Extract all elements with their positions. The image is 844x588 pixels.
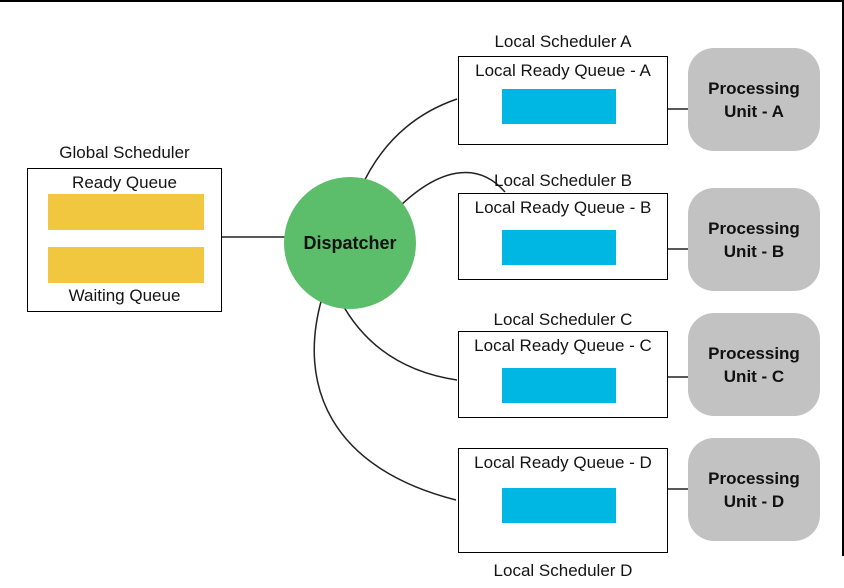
ready-queue-label: Ready Queue bbox=[72, 173, 177, 192]
local-scheduler-a-title: Local Scheduler A bbox=[494, 32, 632, 51]
global-scheduler-title: Global Scheduler bbox=[59, 143, 190, 162]
local-scheduler-d-box: Local Ready Queue - D bbox=[458, 448, 668, 553]
processing-unit-a-line1: Processing bbox=[708, 78, 800, 98]
processing-unit-b-line2: Unit - B bbox=[723, 241, 785, 261]
processing-unit-d-line2: Unit - D bbox=[723, 491, 785, 511]
dispatcher-label: Dispatcher bbox=[303, 232, 397, 253]
processing-unit-a-line2: Unit - A bbox=[724, 101, 784, 121]
local-ready-queue-d-label: Local Ready Queue - D bbox=[474, 453, 652, 472]
waiting-queue-bar bbox=[48, 247, 204, 283]
processing-unit-c-line2: Unit - C bbox=[723, 366, 785, 386]
local-scheduler-b-box: Local Ready Queue - B bbox=[458, 193, 668, 280]
edge-dispatcher-to-scheduler-b bbox=[391, 171, 506, 215]
local-ready-queue-c-label: Local Ready Queue - C bbox=[474, 336, 652, 355]
local-ready-queue-d-bar bbox=[502, 488, 616, 523]
image-top-border bbox=[0, 0, 844, 2]
edge-dispatcher-to-scheduler-d bbox=[313, 297, 457, 501]
local-scheduler-a-box: Local Ready Queue - A bbox=[458, 56, 668, 145]
local-scheduler-c-title: Local Scheduler C bbox=[493, 310, 633, 329]
image-right-border bbox=[842, 0, 844, 556]
local-ready-queue-a-label: Local Ready Queue - A bbox=[475, 61, 651, 80]
local-scheduler-d-title: Local Scheduler D bbox=[493, 561, 633, 580]
processing-unit-c-node: Processing Unit - C bbox=[688, 313, 820, 416]
processing-unit-d-node: Processing Unit - D bbox=[688, 438, 820, 541]
ready-queue-bar bbox=[48, 194, 204, 230]
processing-unit-d-line1: Processing bbox=[708, 468, 800, 488]
global-scheduler-box: Ready Queue Waiting Queue bbox=[27, 168, 222, 312]
local-ready-queue-a-bar bbox=[502, 89, 616, 124]
local-ready-queue-b-label: Local Ready Queue - B bbox=[474, 198, 652, 217]
local-scheduler-b-title: Local Scheduler B bbox=[494, 171, 632, 190]
dispatcher-node: Dispatcher bbox=[284, 177, 416, 309]
processing-unit-b-node: Processing Unit - B bbox=[688, 188, 820, 291]
processing-unit-c-line1: Processing bbox=[708, 343, 800, 363]
local-ready-queue-b-bar bbox=[502, 230, 616, 265]
processing-unit-a-node: Processing Unit - A bbox=[688, 48, 820, 151]
local-ready-queue-c-bar bbox=[502, 368, 616, 403]
waiting-queue-label: Waiting Queue bbox=[68, 286, 181, 305]
edge-dispatcher-to-scheduler-c bbox=[339, 299, 458, 381]
edge-dispatcher-to-scheduler-a bbox=[359, 98, 458, 191]
local-scheduler-c-box: Local Ready Queue - C bbox=[458, 331, 668, 418]
processing-unit-b-line1: Processing bbox=[708, 218, 800, 238]
